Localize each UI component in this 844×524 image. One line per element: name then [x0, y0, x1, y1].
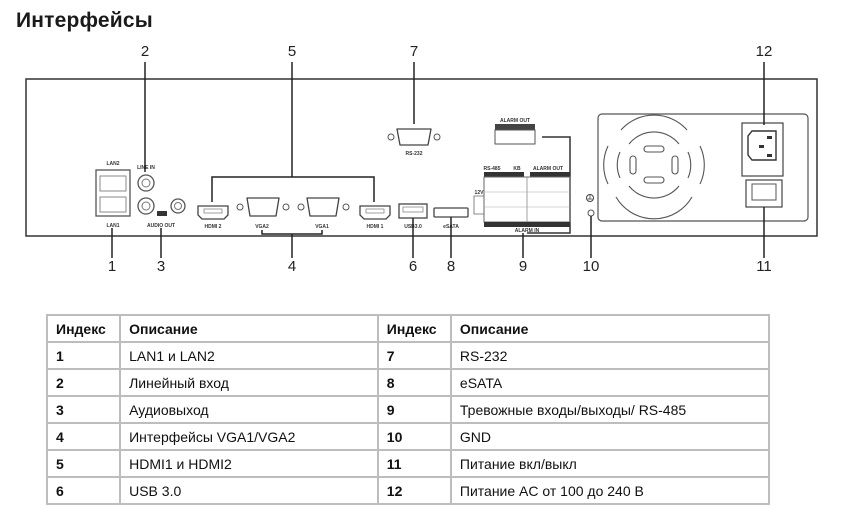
rs232-port: RS-232 — [387, 128, 441, 157]
row-right-index: 7 — [376, 341, 452, 370]
lan1-label: LAN1 — [106, 223, 119, 229]
row-left-description: Линейный вход — [119, 368, 379, 397]
table-row: 1 LAN1 и LAN2 7 RS-232 — [45, 341, 771, 370]
row-left-description: Аудиовыход — [119, 395, 379, 424]
row-left-index: 5 — [45, 449, 122, 478]
table-row: 2 Линейный вход 8 eSATA — [45, 368, 771, 397]
header-index-right: Индекс — [376, 314, 452, 343]
row-right-description: Тревожные входы/выходы/ RS-485 — [449, 395, 771, 424]
hdmi2-port: HDMI 2 — [197, 205, 229, 230]
interfaces-table: Индекс Описание Индекс Описание 1 LAN1 и… — [45, 314, 771, 505]
row-right-description: GND — [449, 422, 771, 451]
alarm-terminal-block: RS-485 KB ALARM OUT ALARM IN 12V — [473, 166, 571, 234]
callout-8: 8 — [447, 258, 455, 275]
row-left-index: 2 — [45, 368, 122, 397]
table-row: 5 HDMI1 и HDMI2 11 Питание вкл/выкл — [45, 449, 771, 478]
callout-3: 3 — [157, 258, 165, 275]
fan-grille-icon — [603, 114, 705, 220]
vga2-port: VGA2 — [236, 197, 290, 230]
page-title: Интерфейсы — [16, 9, 153, 32]
rs232-label: RS-232 — [406, 151, 423, 157]
hdmi2-label: HDMI 2 — [205, 224, 222, 230]
vga1-port: VGA1 — [297, 197, 350, 230]
header-index-left: Индекс — [45, 314, 122, 343]
callout-12: 12 — [756, 43, 773, 60]
ac-power-socket — [741, 122, 784, 177]
row-left-description: HDMI1 и HDMI2 — [119, 449, 379, 478]
12v-label: 12V — [475, 190, 485, 196]
table-row: 6 USB 3.0 12 Питание AC от 100 до 240 В — [45, 476, 771, 505]
row-right-index: 8 — [376, 368, 452, 397]
rs485-label: RS-485 — [484, 166, 501, 172]
header-description-right: Описание — [449, 314, 771, 343]
row-right-description: eSATA — [449, 368, 771, 397]
header-description-left: Описание — [119, 314, 379, 343]
callout-7: 7 — [410, 43, 418, 60]
row-right-index: 10 — [376, 422, 452, 451]
chassis-outline — [25, 78, 818, 237]
table-row: 3 Аудиовыход 9 Тревожные входы/выходы/ R… — [45, 395, 771, 424]
line-in-label: LINE IN — [137, 165, 155, 171]
table-row: 4 Интерфейсы VGA1/VGA2 10 GND — [45, 422, 771, 451]
callout-5: 5 — [288, 43, 296, 60]
callout-6: 6 — [409, 258, 417, 275]
audio-out-label: AUDIO OUT — [147, 223, 175, 229]
audio-ports: LINE IN AUDIO OUT — [137, 165, 186, 229]
row-right-index: 9 — [376, 395, 452, 424]
row-right-index: 12 — [376, 476, 452, 505]
row-left-index: 3 — [45, 395, 122, 424]
alarm-in-label: ALARM IN — [515, 228, 540, 234]
row-right-index: 11 — [376, 449, 452, 478]
row-right-description: RS-232 — [449, 341, 771, 370]
lan-ports: LAN2 LAN1 — [95, 161, 131, 229]
row-left-index: 4 — [45, 422, 122, 451]
alarm-out-label: ALARM OUT — [533, 166, 563, 172]
kb-label: KB — [513, 166, 521, 172]
row-right-description: Питание AC от 100 до 240 В — [449, 476, 771, 505]
callout-11: 11 — [756, 258, 772, 275]
callout-9: 9 — [519, 258, 527, 275]
vga1-label: VGA1 — [315, 224, 329, 230]
row-right-description: Питание вкл/выкл — [449, 449, 771, 478]
power-supply — [597, 113, 809, 222]
hdmi1-label: HDMI 1 — [367, 224, 384, 230]
row-left-index: 1 — [45, 341, 122, 370]
row-left-description: Интерфейсы VGA1/VGA2 — [119, 422, 379, 451]
table-header-row: Индекс Описание Индекс Описание — [45, 314, 771, 343]
alarm-out-top-label: ALARM OUT — [500, 118, 530, 124]
row-left-index: 6 — [45, 476, 122, 505]
callout-10: 10 — [583, 258, 600, 275]
rear-panel-diagram: LAN2 LAN1 LINE IN AUDIO OUT HDMI 2 VGA2 … — [25, 43, 818, 275]
callout-2: 2 — [141, 43, 149, 60]
vga2-label: VGA2 — [255, 224, 269, 230]
callout-1: 1 — [108, 258, 116, 275]
row-left-description: LAN1 и LAN2 — [119, 341, 379, 370]
row-left-description: USB 3.0 — [119, 476, 379, 505]
callout-lines — [111, 62, 765, 258]
lan2-label: LAN2 — [106, 161, 119, 167]
hdmi1-port: HDMI 1 — [359, 205, 391, 230]
callout-4: 4 — [288, 258, 296, 275]
